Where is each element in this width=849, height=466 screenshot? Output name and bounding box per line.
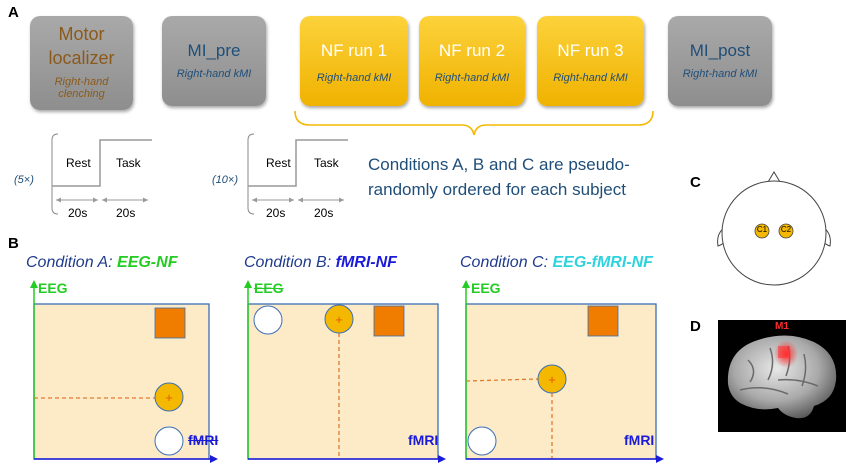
motor-localizer-box: Motor localizer Right-hand clenching [30, 16, 133, 110]
protocol-localizer-diagram [51, 133, 152, 215]
condition-b-plot: + [244, 280, 446, 463]
protocol-mi: (10×) Rest Task 20s 20s [196, 126, 356, 226]
protocol-mi-task-duration: 20s [314, 206, 334, 220]
condition-b-name: fMRI-NF [335, 254, 397, 271]
mi-pre-box: MI_pre Right-hand kMI [162, 16, 266, 106]
brain-image [718, 320, 846, 432]
protocol-mi-rest-duration: 20s [266, 206, 286, 220]
nf-run-2-title: NF run 2 [438, 41, 506, 60]
conditions-note: Conditions A, B and C are pseudo- random… [368, 152, 668, 202]
nf-run-2-box: NF run 2 Right-hand kMI [419, 16, 525, 106]
protocol-mi-repeat: (10×) [212, 174, 238, 186]
condition-b-prefix: Condition B: [244, 254, 336, 271]
protocol-mi-diagram [247, 133, 348, 215]
nf-run-3-subtitle: Right-hand kMI [553, 72, 628, 84]
panel-letter-d: D [690, 318, 701, 335]
nf-run-1-box: NF run 1 Right-hand kMI [300, 16, 408, 106]
protocol-localizer-task: Task [116, 156, 141, 170]
motor-localizer-subtitle-1: Right-hand [54, 76, 109, 88]
condition-a-y-label: EEG [38, 280, 68, 296]
panel-letter-a: A [8, 4, 19, 21]
nf-run-1-subtitle: Right-hand kMI [316, 72, 392, 84]
condition-a-name: EEG-NF [117, 254, 178, 271]
motor-localizer-title-2: localizer [48, 48, 115, 68]
nf-run-2-subtitle: Right-hand kMI [434, 72, 510, 84]
protocol-localizer-rest: Rest [66, 156, 91, 170]
conditions-note-line-2: randomly ordered for each subject [368, 180, 626, 199]
nf-run-3-title: NF run 3 [557, 41, 624, 60]
protocol-localizer-task-duration: 20s [116, 206, 136, 220]
condition-c-y-label: EEG [471, 280, 501, 296]
electrode-c2-label: C2 [780, 225, 792, 234]
motor-localizer-title-1: Motor [58, 24, 105, 44]
condition-b-y-label: EEG [254, 280, 284, 296]
protocol-localizer: (5×) Rest Task 20s 20s [0, 126, 160, 226]
nf-run-3-box: NF run 3 Right-hand kMI [537, 16, 644, 106]
nf-run-1-title: NF run 1 [320, 41, 388, 60]
electrode-c1-label: C1 [756, 225, 768, 234]
condition-c-x-label: fMRI [624, 432, 655, 448]
protocol-mi-rest: Rest [266, 156, 291, 170]
protocol-localizer-repeat: (5×) [14, 174, 34, 186]
conditions-note-line-1: Conditions A, B and C are pseudo- [368, 155, 630, 174]
condition-c-prefix: Condition C: [460, 254, 553, 271]
protocol-localizer-rest-duration: 20s [68, 206, 88, 220]
mi-pre-subtitle: Right-hand kMI [176, 68, 252, 80]
brain-m1-label: M1 [775, 321, 789, 332]
head-diagram [717, 171, 831, 286]
mi-post-subtitle: Right-hand kMI [682, 68, 758, 80]
svg-text:+: + [165, 390, 173, 405]
mi-post-title: MI_post [689, 41, 751, 60]
nf-runs-brace [294, 110, 654, 136]
svg-text:+: + [548, 372, 556, 387]
svg-text:+: + [335, 312, 343, 327]
condition-a-title: Condition A: EEG-NF [26, 254, 177, 272]
condition-b-x-label: fMRI [408, 432, 439, 448]
condition-c-title: Condition C: EEG-fMRI-NF [460, 254, 653, 272]
condition-b-title: Condition B: fMRI-NF [244, 254, 397, 272]
panel-letter-b: B [8, 235, 19, 252]
panel-letter-c: C [690, 174, 701, 191]
condition-a-prefix: Condition A: [26, 254, 118, 271]
condition-c-plot: + [462, 280, 664, 463]
condition-a-x-label: fMRI [188, 432, 219, 448]
mi-pre-title: MI_pre [187, 41, 241, 60]
mi-post-box: MI_post Right-hand kMI [668, 16, 772, 106]
condition-c-name: EEG-fMRI-NF [552, 254, 653, 271]
protocol-mi-task: Task [314, 156, 339, 170]
condition-a-plot: + [30, 280, 218, 463]
motor-localizer-subtitle-2: clenching [58, 88, 105, 100]
